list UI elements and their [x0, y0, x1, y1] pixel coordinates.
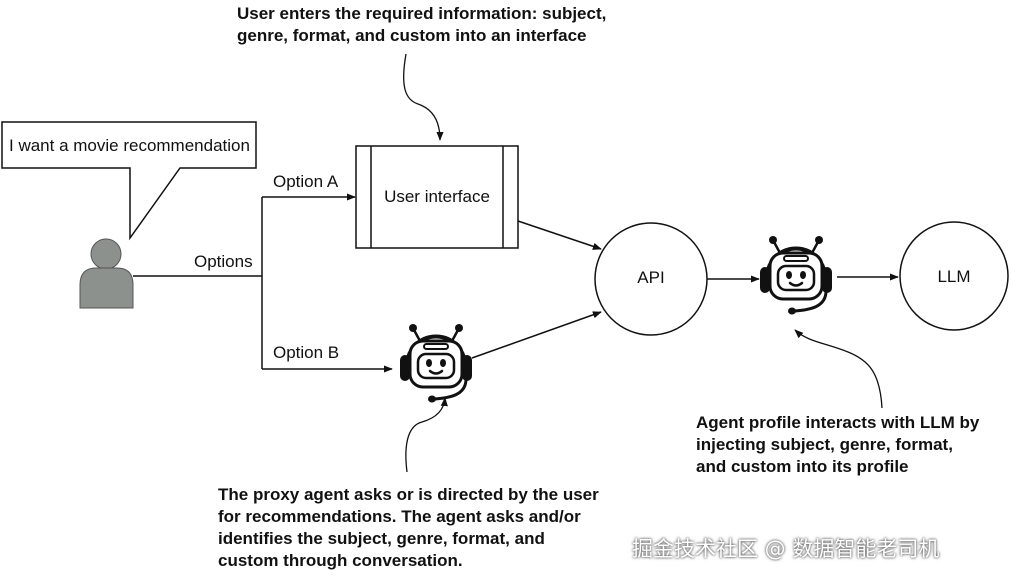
options-connectors	[133, 193, 393, 373]
bottom-left-annotation-line: custom through conversation.	[218, 551, 463, 570]
user-interface-label: User interface	[384, 187, 490, 206]
speech-bubble-text: I want a movie recommendation	[9, 136, 250, 155]
bottom-right-annotation-line: Agent profile interacts with LLM by	[696, 413, 980, 432]
bottom-left-annotation-line: The proxy agent asks or is directed by t…	[218, 485, 599, 504]
bottom-left-annotation-line: for recommendations. The agent asks and/…	[218, 507, 581, 526]
bottom-right-annotation: Agent profile interacts with LLM by inje…	[696, 412, 979, 478]
bottom-left-annotation: The proxy agent asks or is directed by t…	[218, 484, 599, 572]
annotation-arrows	[403, 53, 883, 473]
proxy-agent-robot-icon	[398, 322, 474, 405]
options-label: Options	[194, 252, 253, 271]
top-annotation: User enters the required information: su…	[237, 3, 606, 47]
top-annotation-line: User enters the required information: su…	[237, 4, 607, 23]
user-interface-box: User interface	[355, 145, 519, 249]
top-annotation-line: genre, format, and custom into an interf…	[237, 26, 587, 45]
watermark: 掘金技术社区 @ 数据智能老司机	[632, 537, 940, 561]
profile-agent-robot-icon	[758, 234, 834, 317]
llm-node: LLM	[899, 221, 1009, 331]
api-label: API	[637, 268, 664, 287]
person-icon	[79, 238, 134, 309]
option-a-label: Option A	[273, 172, 339, 191]
flow-arrows	[471, 220, 899, 359]
option-b-label: Option B	[273, 343, 339, 362]
bottom-right-annotation-line: and custom into its profile	[696, 457, 909, 476]
speech-bubble: I want a movie recommendation	[1, 121, 257, 241]
bottom-right-annotation-line: injecting subject, genre, format,	[696, 435, 953, 454]
llm-label: LLM	[937, 267, 970, 286]
bottom-left-annotation-line: identifies the subject, genre, format, a…	[218, 529, 545, 548]
api-node: API	[594, 222, 708, 336]
